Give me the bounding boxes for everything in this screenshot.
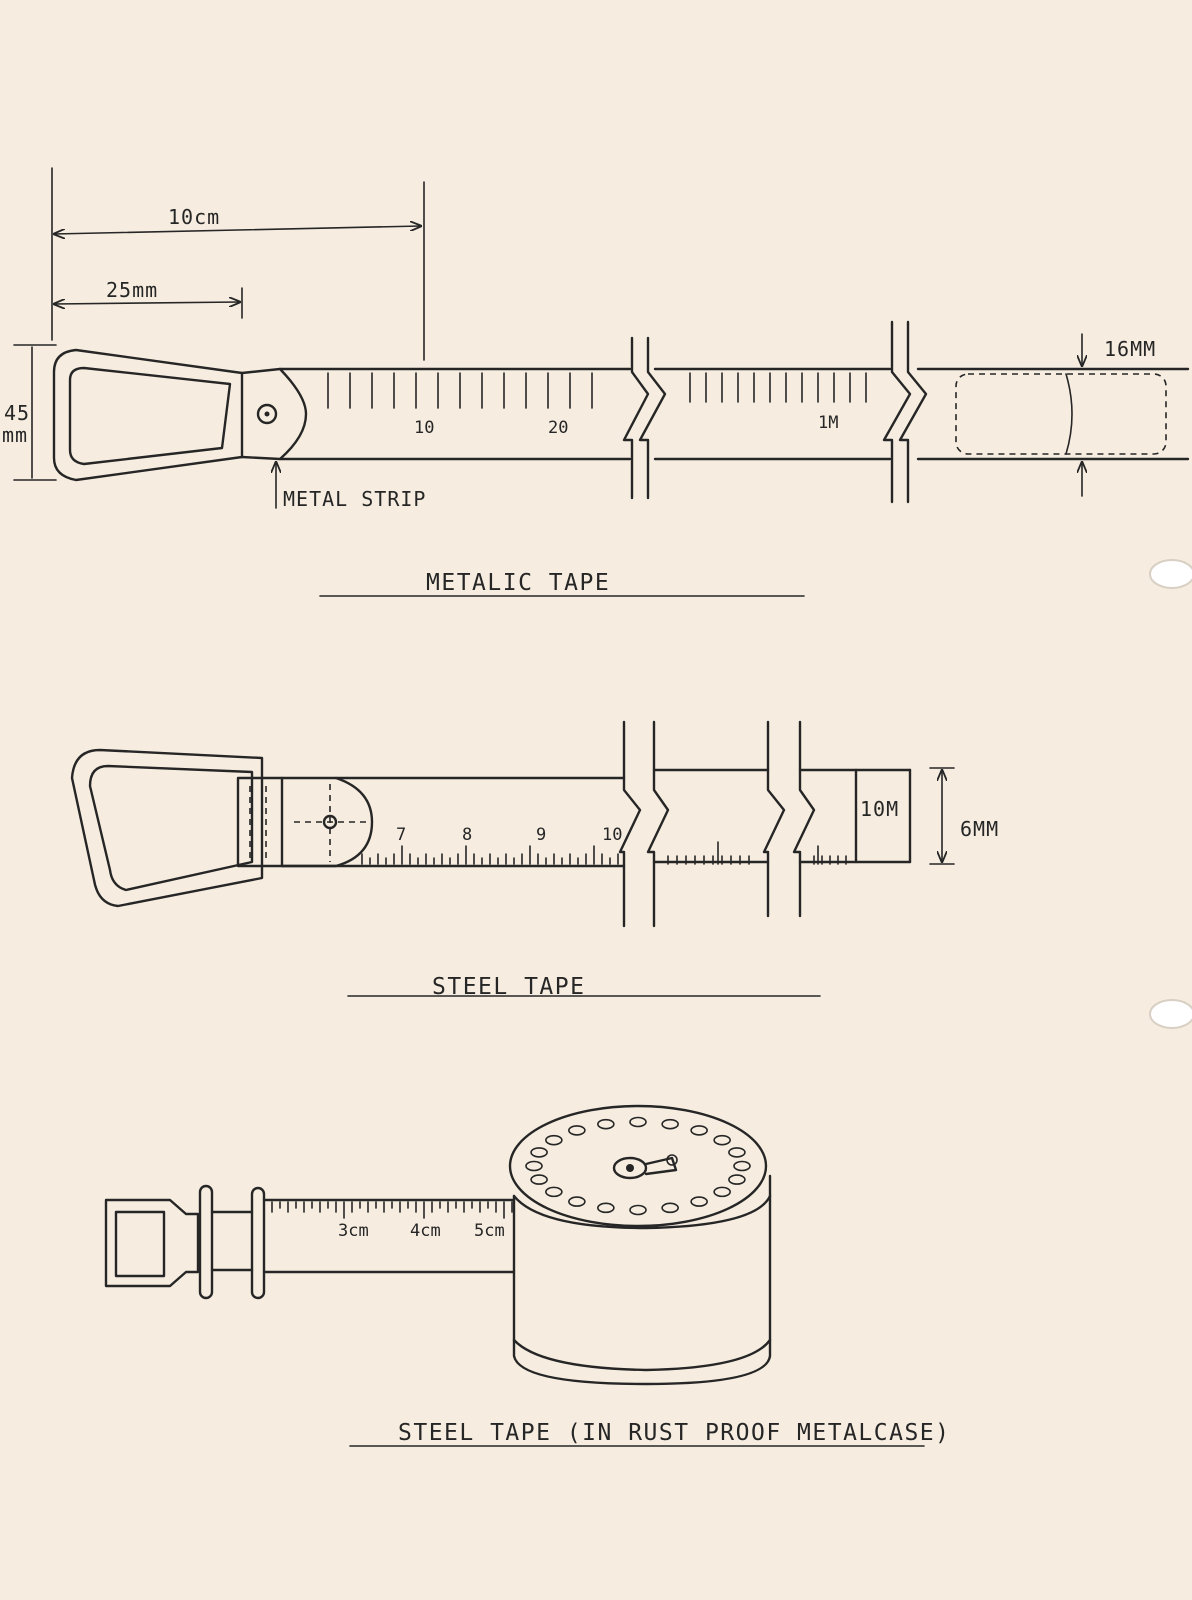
rivet-hole [525, 1160, 543, 1172]
rivet-hole [713, 1134, 731, 1146]
binder-hole [1149, 559, 1192, 589]
mark-9: 9 [536, 825, 546, 845]
metallic-tape-graduations [327, 372, 867, 409]
dimension-16mm-label: 16MM [1104, 337, 1156, 361]
rivet-hole [733, 1160, 751, 1172]
case-rivet-holes [525, 1116, 751, 1216]
dimension-25mm-arrow [54, 302, 240, 304]
dimension-6mm-label: 6MM [960, 817, 999, 841]
dimension-10cm-label: 10cm [168, 205, 220, 229]
mark-10: 10 [602, 825, 622, 845]
rivet-hole [568, 1196, 586, 1207]
dimension-45mm-unit: mm [2, 423, 28, 447]
mark-5cm: 5cm [474, 1221, 505, 1241]
case-tape-figure: 3cm 4cm 5cm STEEL TAPE (IN RUST PROOF ME… [104, 1104, 951, 1447]
mark-1m: 1M [818, 413, 838, 433]
rivet-hole [690, 1125, 708, 1136]
tape-end-loop [955, 373, 1167, 455]
rivet-hole [690, 1196, 708, 1207]
binder-hole [1149, 999, 1192, 1029]
dimension-45mm-value: 45 [4, 401, 30, 425]
metal-strip-label: METAL STRIP [283, 487, 426, 511]
winding-knob-icon [612, 1156, 648, 1180]
rivet-icon [256, 403, 278, 425]
tape-break-symbol [882, 320, 928, 504]
metallic-tape-caption: METALIC TAPE [426, 570, 610, 596]
rivet-hole [597, 1118, 615, 1130]
rivet-hole [629, 1204, 647, 1216]
rivet-hole [728, 1147, 746, 1158]
rivet-hole [530, 1174, 548, 1185]
mark-4cm: 4cm [410, 1221, 441, 1241]
metallic-tape-figure: 10cm 25mm 45 mm 10 20 1M [2, 167, 1190, 597]
mark-10: 10 [414, 418, 434, 438]
metal-case-body [512, 1174, 772, 1386]
mark-3cm: 3cm [338, 1221, 369, 1241]
case-tape-caption: STEEL TAPE (IN RUST PROOF METALCASE) [398, 1420, 951, 1446]
dimension-25mm-label: 25mm [106, 278, 158, 302]
rivet-hole [545, 1186, 563, 1198]
rivet-hole [629, 1116, 647, 1128]
mark-20: 20 [548, 418, 568, 438]
metal-strip-clamp [240, 367, 308, 461]
steel-tape-handle [70, 748, 264, 908]
rivet-hole [597, 1202, 615, 1214]
mark-8: 8 [462, 825, 472, 845]
case-tape-handle [104, 1198, 200, 1288]
rivet-hole [728, 1174, 746, 1185]
tape-break-symbol [622, 336, 667, 500]
end-label-10m: 10M [860, 797, 899, 821]
tape-break-symbol [618, 720, 670, 928]
dimension-10cm-arrow [54, 226, 421, 234]
tape-handle-ring [52, 348, 244, 482]
steel-tape-figure: 7 8 9 10 10M 6MM STEEL TAPE [70, 720, 999, 1000]
rivet-hole [530, 1147, 548, 1158]
metal-case-lid [508, 1104, 768, 1228]
rivet-hole [661, 1118, 679, 1130]
rivet-hole [568, 1125, 586, 1136]
rivet-hole [661, 1202, 679, 1214]
rivet-hole [545, 1134, 563, 1146]
rivet-hole [713, 1186, 731, 1198]
mark-7: 7 [396, 825, 406, 845]
steel-tape-clamp [236, 776, 284, 868]
tape-break-symbol [762, 720, 816, 918]
case-tape-graduations [271, 1201, 513, 1219]
steel-tape-graduations [361, 841, 847, 865]
